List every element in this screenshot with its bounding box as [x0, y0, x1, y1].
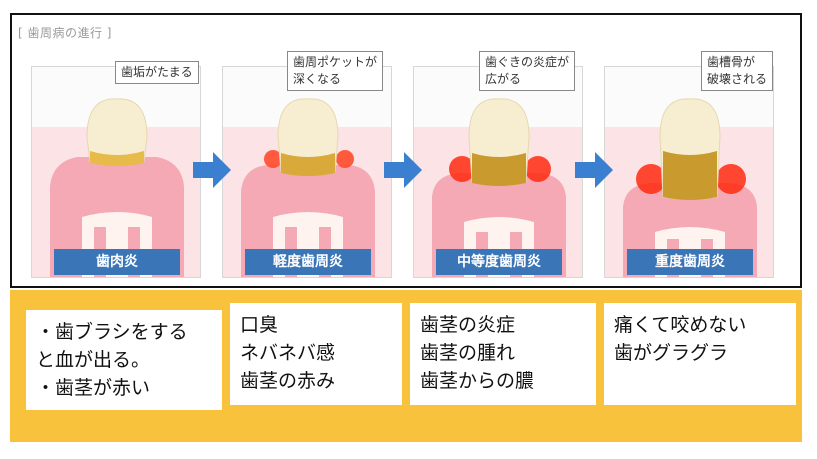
symptom-box-moderate: 歯茎の炎症 歯茎の腫れ 歯茎からの膿	[410, 303, 596, 405]
right-arrow-icon	[384, 152, 422, 188]
stage-label: 重度歯周炎	[627, 249, 753, 275]
diagram-heading: [ 歯周病の進行 ]	[18, 26, 112, 40]
symptom-box-mild: 口臭 ネバネバ感 歯茎の赤み	[230, 303, 402, 405]
stage-label: 歯肉炎	[54, 249, 180, 275]
tooth-illustration	[223, 98, 391, 277]
stage-panel-severe-periodontitis: 重度歯周炎	[604, 66, 774, 278]
callout-bone: 歯槽骨が 破壊される	[701, 51, 774, 91]
stage-panel-mild-periodontitis: 軽度歯周炎	[222, 66, 392, 278]
tooth-illustration	[414, 98, 582, 277]
tooth-illustration	[32, 98, 200, 277]
symptom-box-severe: 痛くて咬めない 歯がグラグラ	[604, 303, 796, 405]
stage-label: 軽度歯周炎	[245, 249, 371, 275]
right-arrow-icon	[575, 152, 613, 188]
stage-panel-moderate-periodontitis: 中等度歯周炎	[413, 66, 583, 278]
stage-panel-gingivitis: 歯肉炎	[31, 66, 201, 278]
stage-label: 中等度歯周炎	[436, 249, 562, 275]
symptom-box-gingivitis: ・歯ブラシをする と血が出る。 ・歯茎が赤い	[26, 310, 222, 410]
callout-inflammation: 歯ぐきの炎症が 広がる	[479, 51, 576, 91]
callout-pocket: 歯周ポケットが 深くなる	[287, 51, 384, 91]
right-arrow-icon	[193, 152, 231, 188]
tooth-illustration	[605, 98, 773, 277]
callout-plaque: 歯垢がたまる	[115, 61, 199, 84]
